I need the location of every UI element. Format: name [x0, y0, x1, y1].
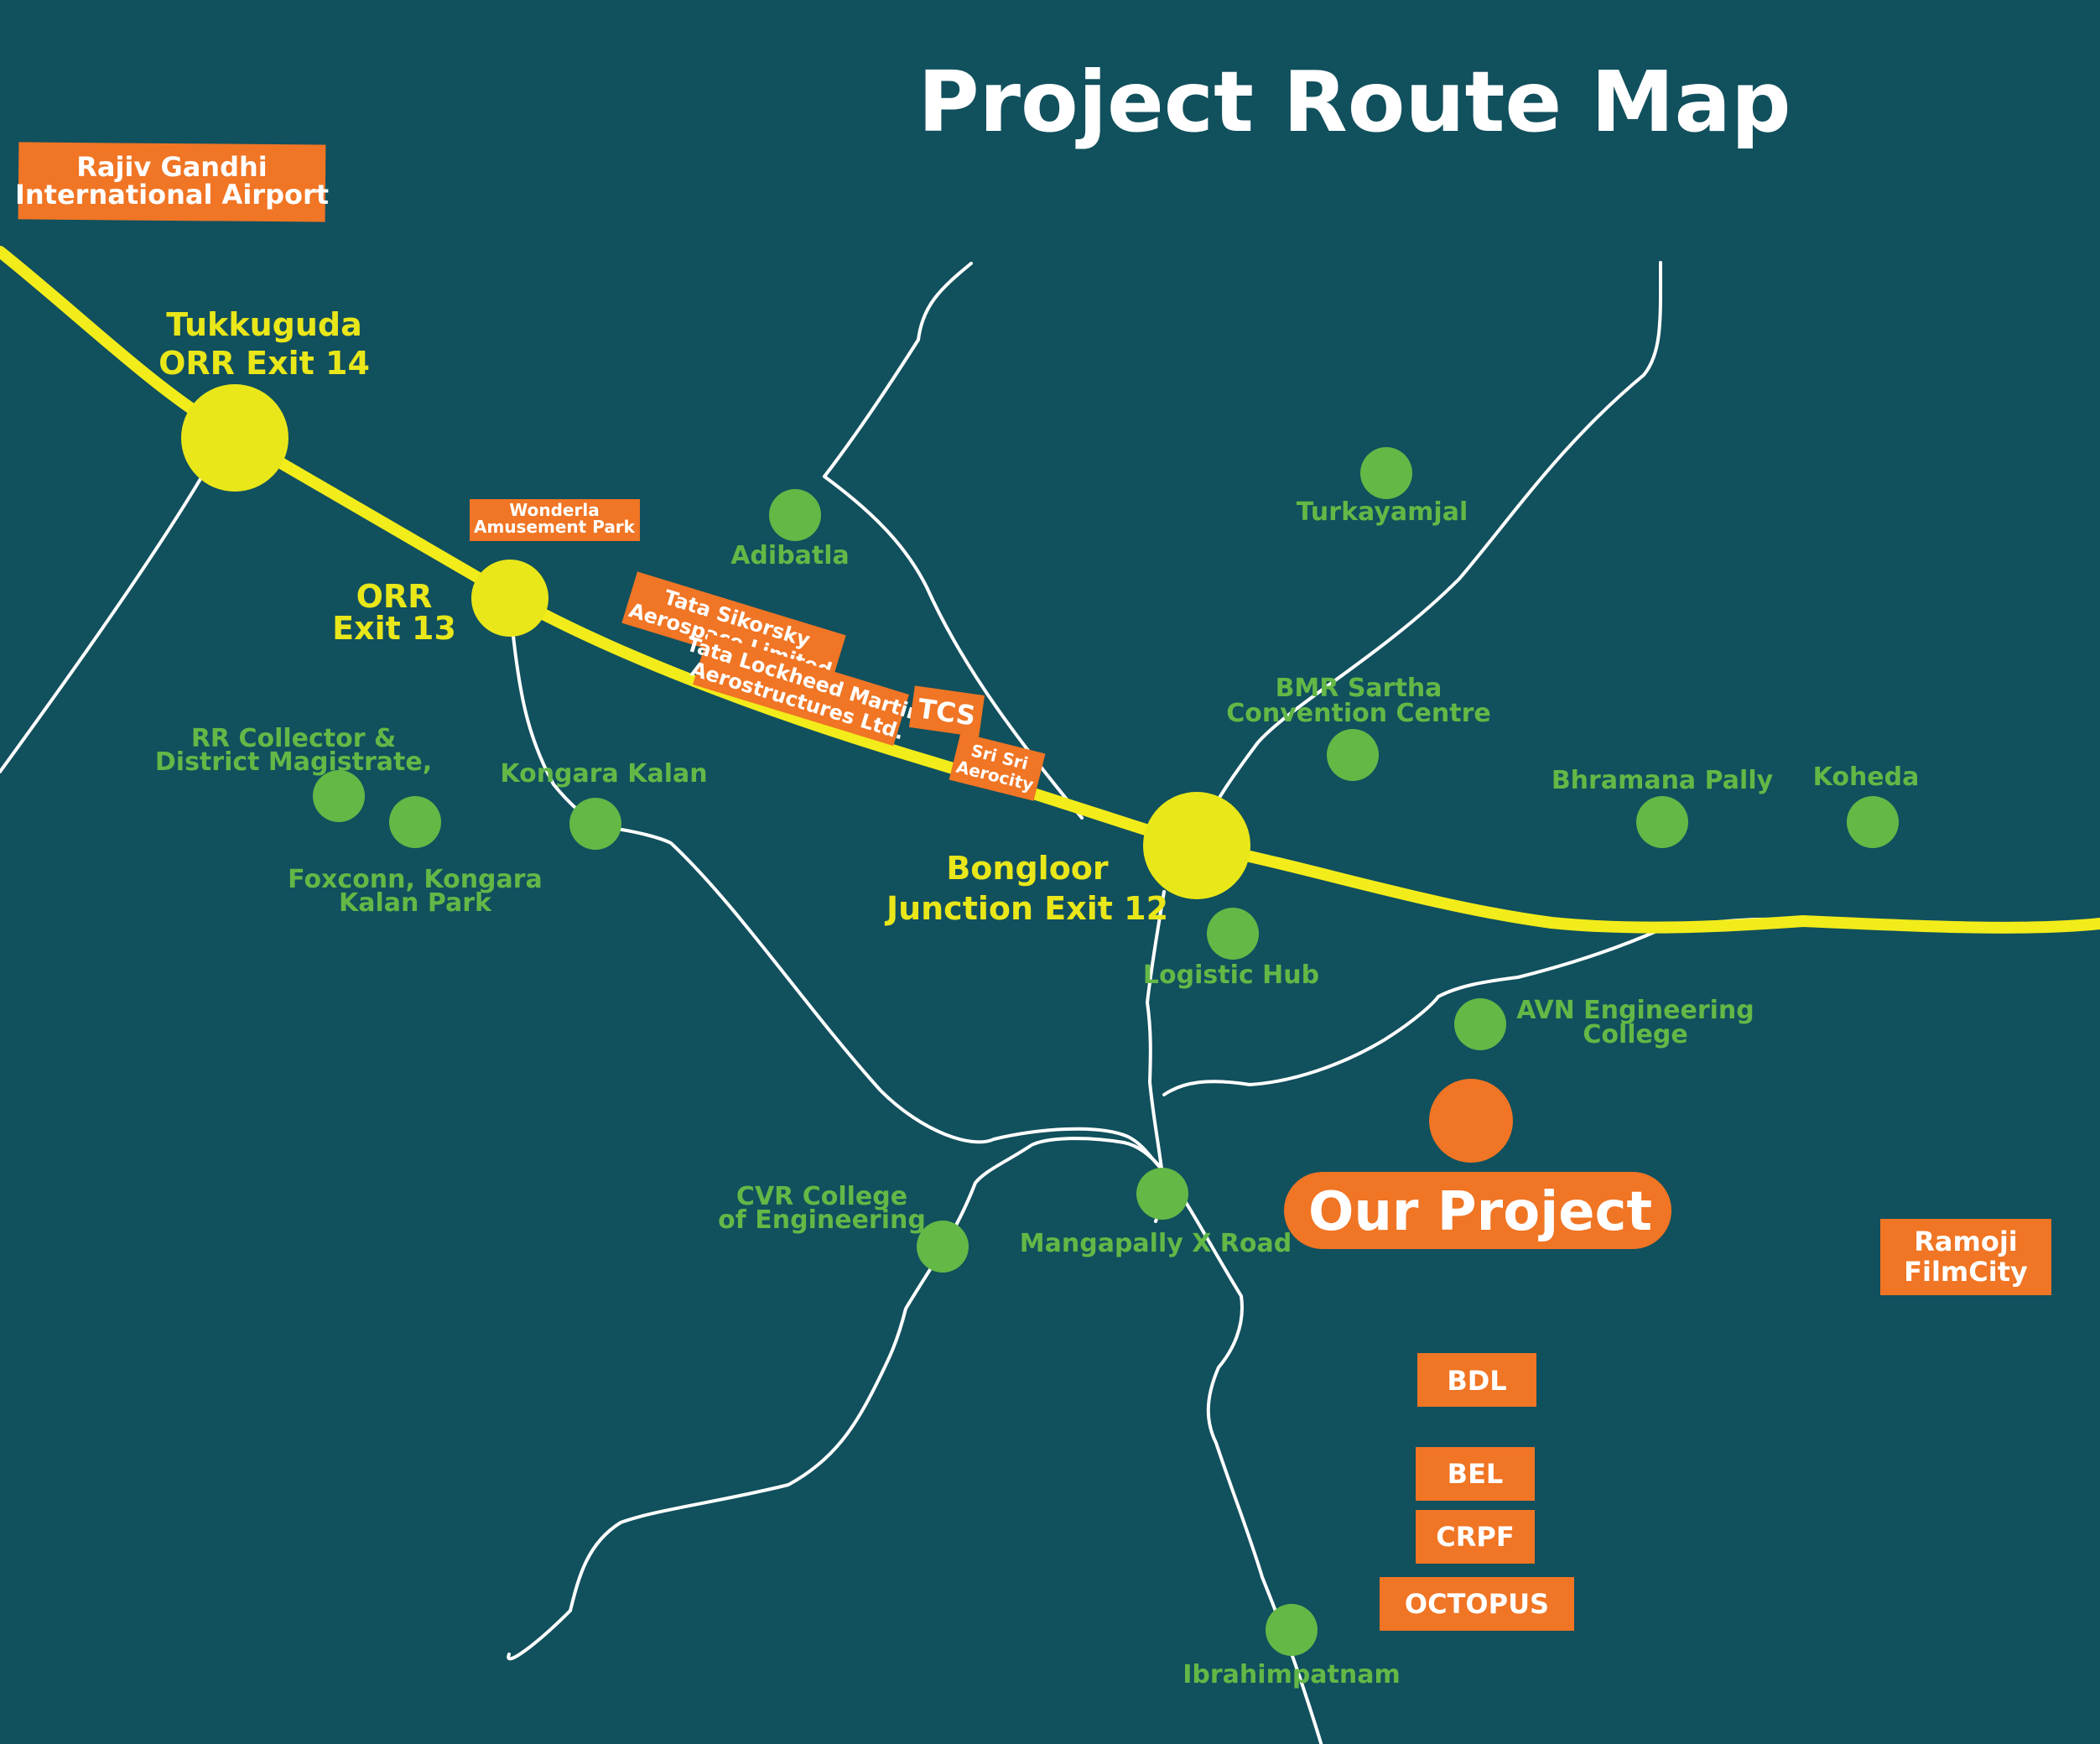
- page-title: Project Route Map: [917, 53, 1791, 151]
- tag-ramoji-filmcity: Ramoji FilmCity: [1880, 1219, 2051, 1295]
- place-label-ibrahimpatnam: Ibrahimpatnam: [1183, 1660, 1401, 1689]
- marker-logistic-hub: [1207, 908, 1259, 960]
- tag-airport: Rajiv Gandhi International Airport: [15, 142, 329, 222]
- place-label-foxconn-1: Foxconn, Kongara: [288, 865, 543, 894]
- marker-rr-collector: [313, 770, 365, 822]
- tag-crpf: CRPF: [1416, 1510, 1535, 1564]
- place-label-foxconn-2: Kalan Park: [339, 888, 492, 918]
- junction-orr-exit-13: [471, 560, 548, 637]
- tag-tcs: TCS: [908, 685, 985, 737]
- road-adibatla-north: [823, 262, 973, 478]
- road-tukkuguda-southwest: [0, 473, 205, 773]
- road-mangapally-cvr-southwest: [507, 1137, 1163, 1661]
- tag-ramoji-line-1: Ramoji: [1914, 1226, 2018, 1257]
- marker-bmr-sartha: [1327, 729, 1379, 781]
- junction-label-bongloor: Bongloor: [946, 850, 1109, 887]
- road-mangapally-ibrahimpatnam: [1160, 1167, 1323, 1744]
- marker-mangapally: [1136, 1168, 1188, 1220]
- marker-avn-engineering: [1454, 998, 1506, 1050]
- tag-airport-line-1: Rajiv Gandhi: [76, 151, 267, 183]
- marker-ibrahimpatnam: [1266, 1604, 1318, 1656]
- place-label-cvr-1: CVR College: [736, 1182, 907, 1211]
- tag-bdl: BDL: [1417, 1353, 1536, 1407]
- tag-bdl-label: BDL: [1447, 1365, 1506, 1397]
- tag-crpf-label: CRPF: [1436, 1521, 1514, 1553]
- marker-turkayamjal: [1360, 447, 1412, 499]
- road-orr13-kongara: [512, 634, 1163, 1170]
- place-label-turkayamjal: Turkayamjal: [1297, 497, 1468, 527]
- tag-wonderla-line-1: Wonderla: [509, 500, 599, 520]
- tag-airport-line-2: International Airport: [15, 179, 329, 211]
- junction-label-tukkuguda: Tukkuguda: [166, 306, 362, 343]
- place-label-rr-1: RR Collector &: [191, 724, 396, 753]
- place-label-rr-2: District Magistrate,: [155, 747, 432, 777]
- marker-koheda: [1847, 796, 1899, 848]
- tag-sri-sri-aerocity: Sri Sri Aerocity: [949, 732, 1046, 801]
- tag-wonderla-line-2: Amusement Park: [474, 517, 636, 537]
- project-pill: [1284, 1172, 1671, 1249]
- tag-bel: BEL: [1416, 1447, 1535, 1501]
- junction-label-exit-13: Exit 13: [332, 610, 456, 647]
- place-label-koheda: Koheda: [1813, 763, 1920, 792]
- junction-bongloor: [1143, 792, 1250, 899]
- tag-bel-label: BEL: [1448, 1458, 1504, 1490]
- place-label-cvr-2: of Engineering: [718, 1205, 926, 1235]
- marker-foxconn: [389, 796, 441, 848]
- marker-kongara-kalan: [569, 798, 621, 850]
- project-marker: [1429, 1079, 1513, 1163]
- junction-label-tukkuguda-exit: ORR Exit 14: [159, 345, 370, 382]
- marker-adibatla: [769, 489, 821, 541]
- place-markers: [313, 447, 1899, 1656]
- junction-label-bongloor-exit: Junction Exit 12: [884, 890, 1168, 927]
- tag-octopus: OCTOPUS: [1380, 1577, 1574, 1631]
- tag-octopus-label: OCTOPUS: [1405, 1588, 1549, 1620]
- place-label-bmr-2: Convention Centre: [1226, 699, 1490, 728]
- place-label-adibatla: Adibatla: [730, 541, 850, 570]
- place-label-logistic-hub: Logistic Hub: [1143, 961, 1319, 990]
- tag-wonderla: Wonderla Amusement Park: [470, 499, 640, 541]
- place-label-bmr-1: BMR Sartha: [1276, 674, 1442, 703]
- marker-bhramana-pally: [1636, 796, 1688, 848]
- local-roads: [0, 261, 1774, 1744]
- place-label-avn-2: College: [1583, 1020, 1687, 1049]
- junction-tukkuguda: [181, 384, 288, 492]
- place-label-kongara-kalan: Kongara Kalan: [500, 759, 707, 789]
- project-label: Our Project: [1308, 1181, 1652, 1243]
- orr-road: [0, 246, 2100, 934]
- tag-ramoji-line-2: FilmCity: [1904, 1256, 2028, 1288]
- road-turkayamjal-north: [1198, 261, 1663, 839]
- junction-label-orr: ORR: [356, 578, 433, 615]
- place-label-avn-1: AVN Engineering: [1516, 996, 1754, 1025]
- marker-cvr-college: [917, 1221, 969, 1273]
- place-label-mangapally: Mangapally X Road: [1020, 1229, 1292, 1258]
- place-label-bhramana-pally: Bhramana Pally: [1552, 766, 1774, 795]
